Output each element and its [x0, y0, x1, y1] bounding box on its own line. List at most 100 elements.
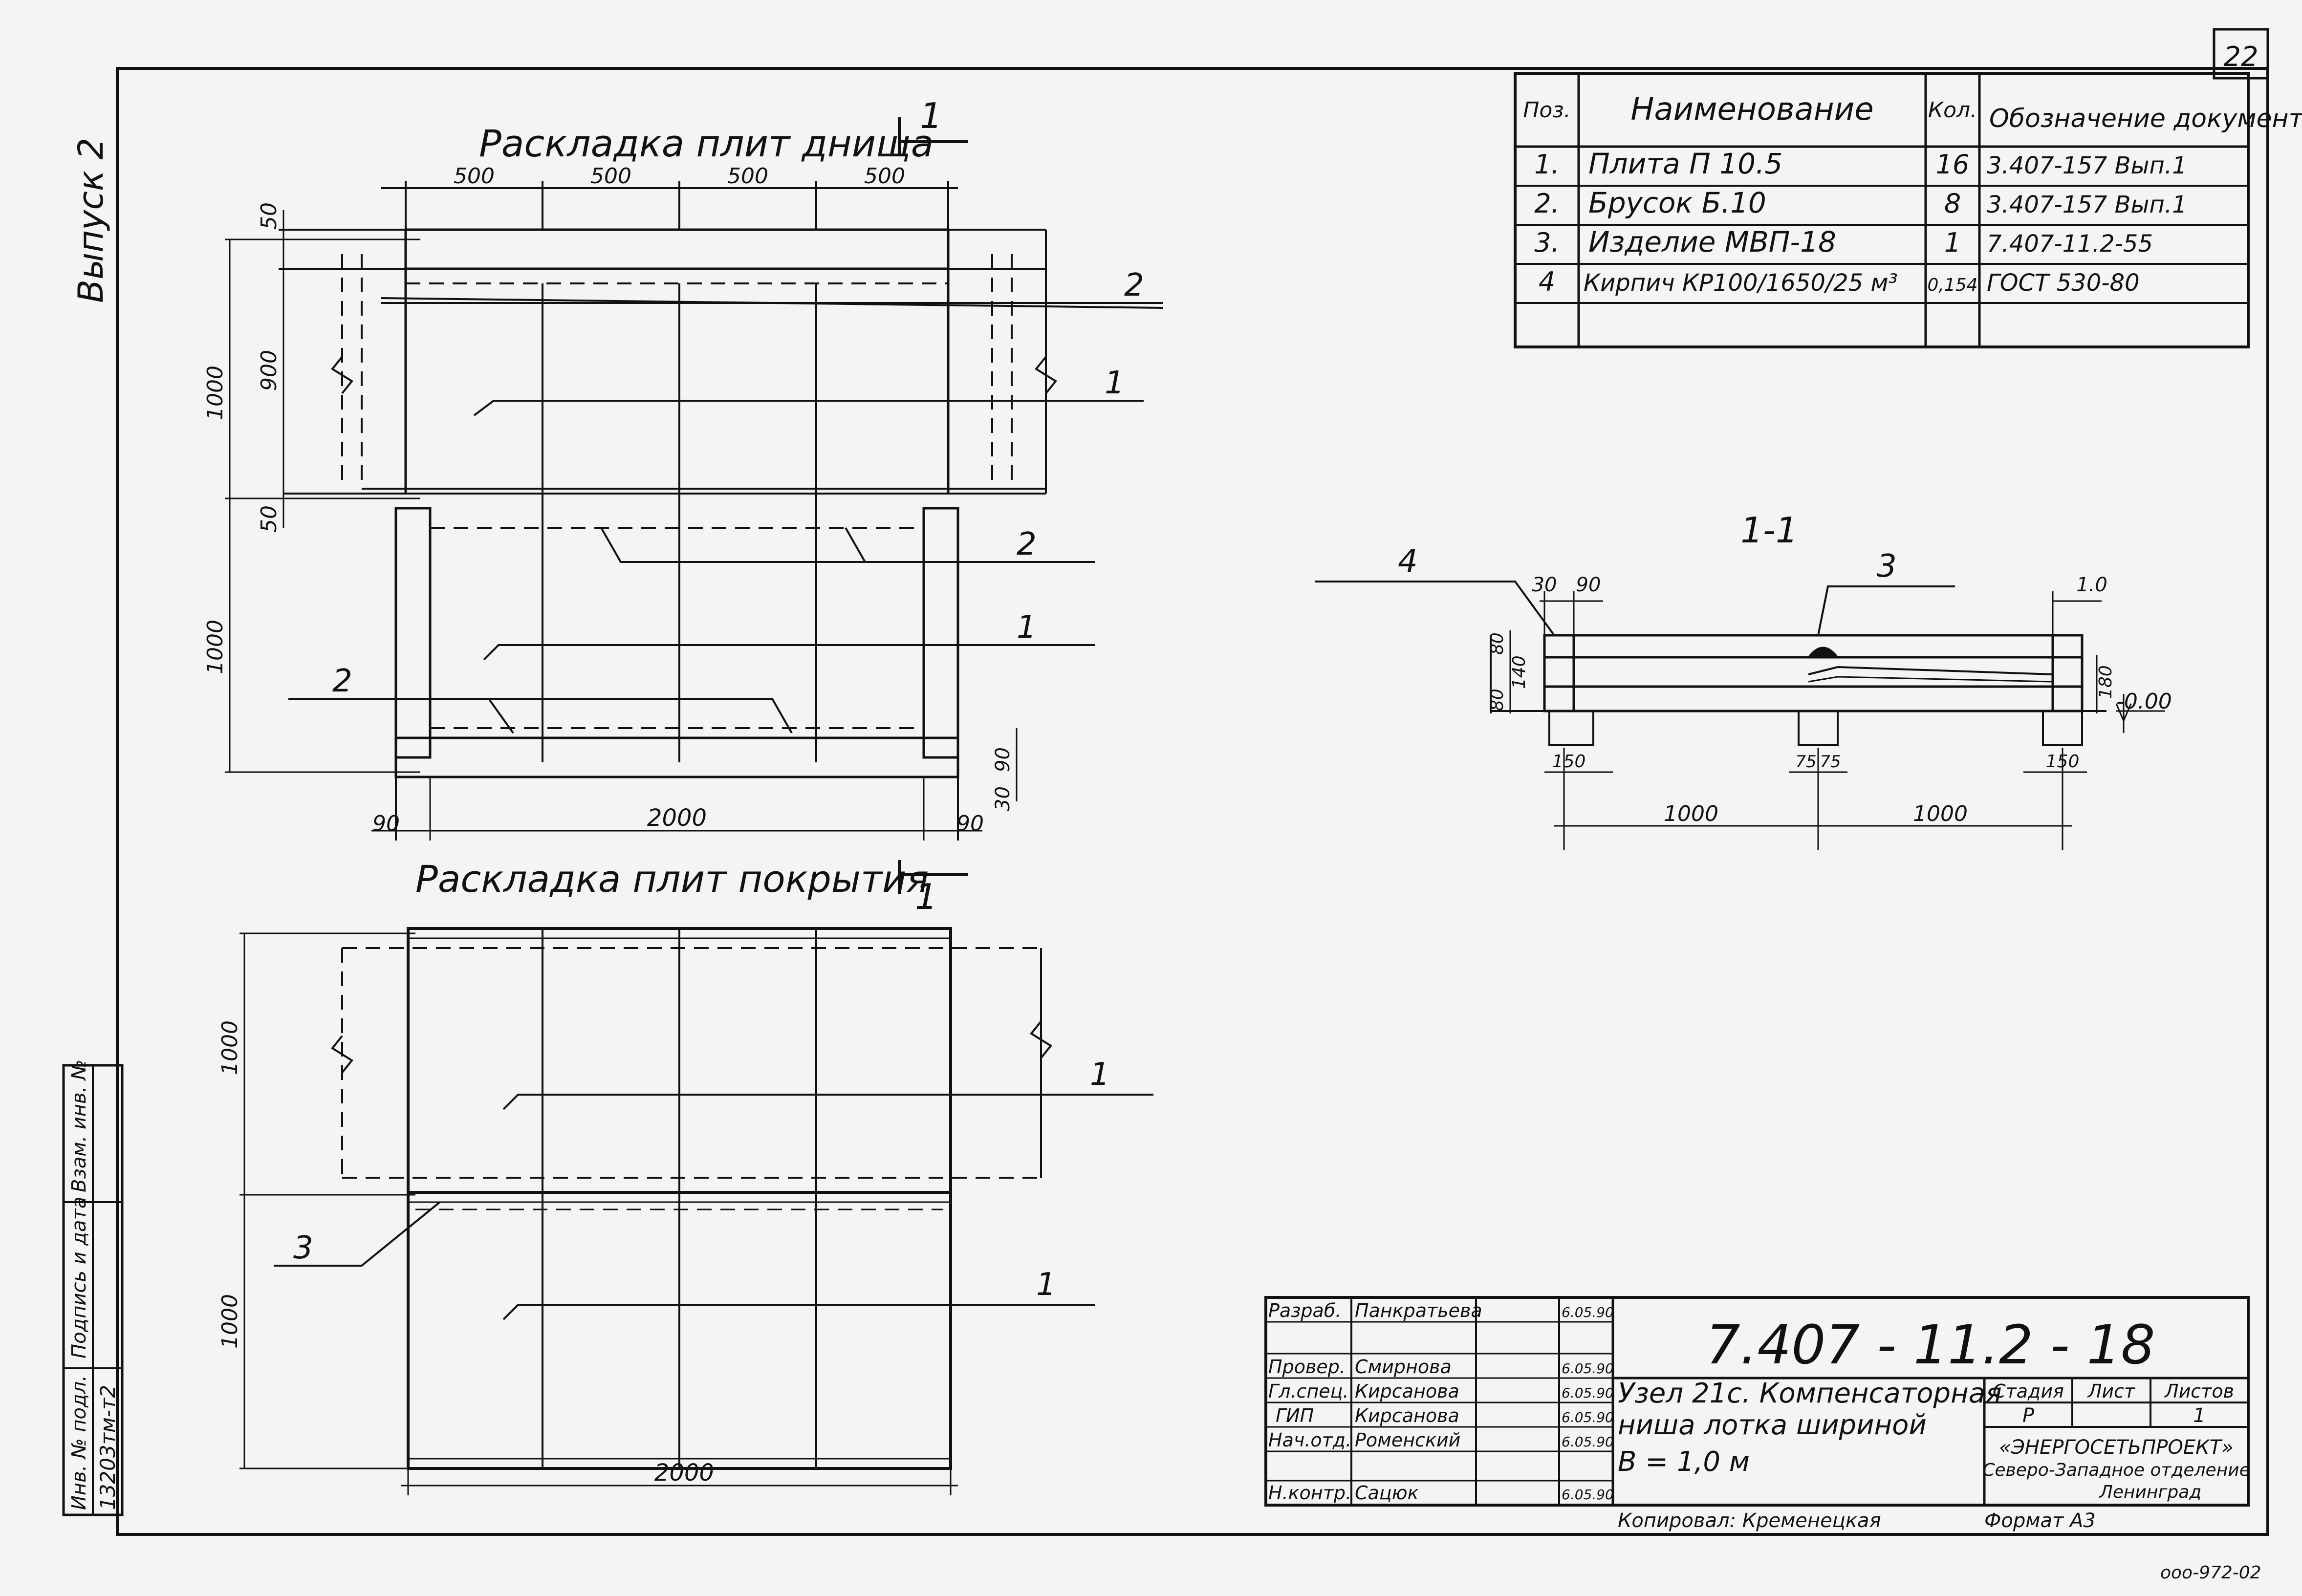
tb-person: Роменский: [1355, 1429, 1460, 1451]
tb-person: Панкратьева: [1355, 1300, 1482, 1321]
cover-plan-title: Раскладка плит покрытия: [415, 857, 929, 901]
dim-50-bottom: 50: [257, 505, 282, 533]
tb-role: Нач.отд.: [1268, 1429, 1351, 1451]
dim-2000-bottom-plan: 2000: [647, 804, 707, 832]
dim-1000-cover-upper: 1000: [217, 1020, 242, 1075]
sheets-header: Листов: [2164, 1380, 2234, 1402]
dim-180: 180: [2096, 665, 2116, 699]
dim-1000-cover-lower: 1000: [217, 1294, 242, 1349]
leader-4-label: 4: [1398, 543, 1418, 580]
spec-header-pos: Поз.: [1523, 98, 1570, 123]
description-line-3: В = 1,0 м: [1618, 1446, 1750, 1478]
bottom-code: ооо-972-02: [2160, 1563, 2261, 1583]
sheets-value: 1: [2193, 1404, 2205, 1427]
sheet-frame: 22: [116, 28, 2269, 1536]
org-name: «ЭНЕРГОСЕТЬПРОЕКТ»: [1999, 1436, 2233, 1459]
spec-table: Поз. Наименование Кол. Обозначение докум…: [1514, 72, 2302, 348]
sheet-header: Лист: [2087, 1380, 2136, 1402]
dim-90-right: 90: [956, 811, 984, 836]
org-city: Ленинград: [2099, 1482, 2201, 1502]
brick-wall-left: [1543, 634, 1575, 712]
stage-header: Стадия: [1993, 1380, 2064, 1402]
tb-date: 6.05.90: [1562, 1360, 1614, 1377]
tb-role: Н.контр.: [1268, 1482, 1351, 1504]
brick-wall-right: [2051, 634, 2084, 712]
bottom-plan-title: Раскладка плит днища: [479, 122, 934, 165]
leader-3-cover-label: 3: [293, 1230, 313, 1266]
dim-1000-upper: 1000: [203, 366, 228, 420]
leader-2-top-label: 2: [1124, 267, 1144, 303]
leader-1-upper-label: 1: [1105, 365, 1125, 401]
dim-150-left: 150: [1552, 752, 1586, 772]
tb-row-developer: Разраб. Панкратьева 6.05.90: [1268, 1300, 1614, 1321]
leader-3-section-label: 3: [1877, 548, 1897, 584]
org-division: Северо-Западное отделение: [1982, 1460, 2250, 1480]
spec-cell: 1.: [1534, 149, 1560, 180]
spec-cell: 1: [1944, 227, 1961, 258]
section-mark-bottom-label: 1: [920, 95, 942, 136]
dim-1000-section-right: 1000: [1913, 801, 1968, 826]
tb-row-head: Нач.отд. Роменский 6.05.90: [1268, 1429, 1614, 1451]
dim-75-right: 75: [1820, 752, 1841, 772]
dim-1-0: 1.0: [2076, 574, 2107, 596]
dim-30: 30: [1532, 574, 1557, 596]
inv-number-value: 13203тм-т2: [96, 1385, 120, 1510]
spec-cell: Кирпич КР100/1650/25 м³: [1584, 269, 1898, 297]
tb-row-checker: Провер. Смирнова 6.05.90: [1268, 1356, 1614, 1378]
dim-1000-section-left: 1000: [1664, 801, 1718, 826]
tb-row-norm-control: Н.контр. Сацюк 6.05.90: [1268, 1482, 1614, 1504]
spec-cell: 7.407-11.2-55: [1987, 230, 2153, 258]
replaced-inv-label: Взам. инв. №: [68, 1059, 90, 1192]
leader-2-right-label: 2: [1017, 526, 1037, 562]
leader-2-left-label: 2: [332, 663, 352, 699]
spec-cell: Брусок Б.10: [1588, 186, 1766, 219]
spec-header-name: Наименование: [1630, 91, 1873, 128]
spec-row-2: 2. Брусок Б.10 8 3.407-157 Вып.1: [1534, 186, 2187, 219]
section-mark-cover-label: 1: [915, 876, 937, 917]
spec-header-doc: Обозначение документа: [1989, 104, 2302, 133]
stage-value: Р: [2022, 1404, 2035, 1427]
spec-cell: 3.407-157 Вып.1: [1987, 191, 2187, 218]
spec-cell: 3.407-157 Вып.1: [1987, 152, 2187, 179]
tb-date: 6.05.90: [1562, 1409, 1614, 1425]
leader-1-cover-upper-label: 1: [1090, 1057, 1110, 1093]
support-right: [2042, 710, 2083, 746]
spec-cell: Изделие МВП-18: [1588, 225, 1836, 259]
spec-row-4: 4 Кирпич КР100/1650/25 м³ 0,154 ГОСТ 530…: [1539, 266, 2140, 297]
dim-90-section: 90: [1576, 574, 1601, 596]
tb-role: ГИП: [1276, 1405, 1314, 1426]
dim-2000-cover: 2000: [654, 1459, 714, 1487]
spec-cell: 2.: [1534, 188, 1560, 219]
section-mark-bottom: 1: [898, 95, 968, 156]
tb-row-chief-spec: Гл.спец. Кирсанова 6.05.90: [1268, 1380, 1614, 1402]
spec-row-3: 3. Изделие МВП-18 1 7.407-11.2-55: [1534, 225, 2153, 259]
dim-90-left: 90: [372, 811, 400, 836]
dim-140: 140: [1509, 655, 1529, 689]
dim-75-left: 75: [1795, 752, 1816, 772]
tb-row-gip: ГИП Кирсанова 6.05.90: [1276, 1405, 1614, 1426]
section-mark-cover: 1: [898, 860, 968, 917]
title-block: Разраб. Панкратьева 6.05.90 Провер. Смир…: [1264, 1296, 2250, 1532]
sheet-format: Формат А3: [1984, 1510, 2096, 1532]
support-middle: [1798, 710, 1839, 746]
dim-30-right: 30: [992, 786, 1014, 811]
section-title: 1-1: [1740, 510, 1798, 551]
inv-number-label: Инв. № подл.: [68, 1375, 90, 1510]
elevation-mark: -0.00: [2116, 689, 2172, 714]
tb-person: Кирсанова: [1355, 1405, 1459, 1426]
spec-cell: ГОСТ 530-80: [1987, 269, 2140, 297]
dim-80-top: 80: [1487, 632, 1507, 655]
dim-1000-lower: 1000: [203, 620, 228, 674]
section-1-1: 1-1 4 3 30 90 1.0 80 140 80: [1315, 510, 2172, 850]
dim-900: 900: [257, 350, 282, 391]
tb-person: Сацюк: [1355, 1482, 1419, 1504]
bottom-slab: [1543, 685, 2084, 712]
dim-500-3: 500: [727, 164, 768, 189]
dim-90-right-vertical: 90: [992, 747, 1014, 772]
description-line-2: ниша лотка шириной: [1618, 1409, 1927, 1441]
drawing-code: 7.407 - 11.2 - 18: [1706, 1314, 2155, 1376]
support-left: [1548, 710, 1594, 746]
spec-cell: Плита П 10.5: [1588, 147, 1782, 180]
spec-cell: 4: [1539, 266, 1555, 297]
leader-1-lower-label: 1: [1017, 609, 1037, 646]
